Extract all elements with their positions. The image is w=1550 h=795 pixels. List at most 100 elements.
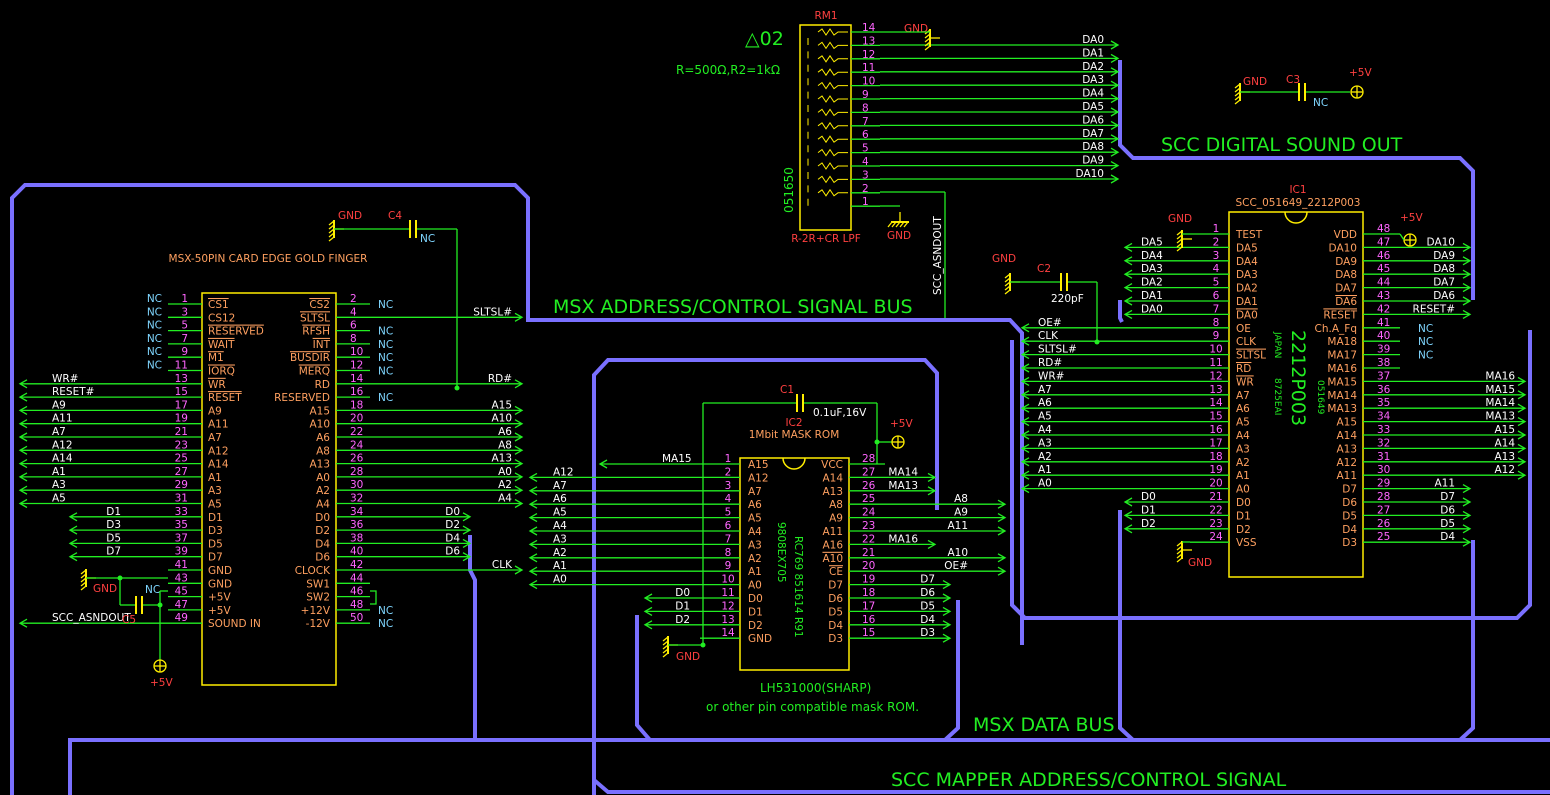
- ic2-right-pin-name-24: A9: [829, 513, 843, 525]
- ic1-left-net-17: A3: [1038, 437, 1052, 449]
- ic1-left-net-12: WR#: [1038, 370, 1064, 382]
- ic2-left-pin-num-4: 4: [725, 493, 732, 505]
- ic1-left-net-8: OE#: [1038, 317, 1062, 329]
- ic1-right-net-42: RESET#: [1413, 303, 1455, 315]
- cn-right-net-arrow-32: [514, 498, 524, 509]
- ic1-right-net-arrow-44: [1462, 283, 1472, 293]
- ic2-right-net-27: MA14: [888, 466, 918, 478]
- ic1-right-pin-num-39: 39: [1377, 344, 1390, 356]
- ic2-left-net-arrow-10: [528, 580, 538, 590]
- cn-left-net-49: SCC_ASNDOUT: [52, 612, 131, 624]
- cn-right-nc-2: NC: [378, 299, 393, 311]
- bus-right: [1010, 330, 1532, 620]
- ic1-right-net-31: A13: [1494, 451, 1515, 463]
- cn-left-net-15: RESET#: [52, 386, 94, 398]
- c2-gnd-hatch: [1004, 289, 1011, 295]
- rm1-net-DA1: DA1: [1082, 47, 1104, 59]
- ic1-left-pin-num-16: 16: [1209, 424, 1223, 436]
- ic1-right-pin-name-37: MA15: [1327, 376, 1357, 388]
- cn-left-net-arrow-23: [18, 445, 28, 455]
- rm1-net-DA5: DA5: [1082, 101, 1104, 113]
- ic2-left-net-arrow-11: [643, 593, 653, 603]
- ic2-right-net-arrow-15: [942, 633, 952, 643]
- ic1-left-net-arrow-2: [1123, 242, 1133, 252]
- cn-left-net-29: A3: [52, 479, 66, 491]
- ic2-left-net-arrow-12: [643, 606, 653, 616]
- cn-left-pin-num-1: 1: [181, 293, 188, 305]
- ic1-left-pin-name-12: WR: [1236, 376, 1254, 388]
- cn-right-nc-6: NC: [378, 326, 393, 338]
- ic1-right-net-arrow-46: [1462, 256, 1472, 266]
- cn-left-nc-9: NC: [147, 346, 162, 358]
- ic1-left-pin-name-19: A1: [1236, 470, 1250, 482]
- ic1-left-pin-num-3: 3: [1213, 250, 1220, 262]
- cn-right-net-arrow-20: [514, 419, 524, 429]
- rm1-value: R-2R+CR LPF: [791, 233, 861, 245]
- c2-gnd-hatch: [1004, 273, 1011, 279]
- ic1-left-net-18: A2: [1038, 451, 1052, 463]
- rm1-pin-num-6: 6: [862, 129, 869, 141]
- cn-right-net-18: A15: [491, 399, 512, 411]
- ic2-gnd-hatch: [662, 636, 669, 642]
- ic1-left-pin-name-2: DA5: [1236, 242, 1258, 254]
- cn-right-net-arrow-26: [514, 459, 524, 469]
- ic2-left-pin-num-10: 10: [721, 574, 734, 586]
- c3-gnd-hatch: [1234, 83, 1241, 89]
- ic1-left-pin-name-24: VSS: [1236, 537, 1257, 549]
- cn-left-pin-num-41: 41: [175, 559, 188, 571]
- ic1-right-net-36: MA15: [1485, 384, 1515, 396]
- ic2-left-net-2: A12: [553, 466, 574, 478]
- cn-right-net-arrow-38: [462, 538, 472, 548]
- ic2-left-pin-num-6: 6: [725, 520, 732, 532]
- cn-left-net-arrow-49: [18, 618, 28, 628]
- ic1-right-pin-name-44: DA7: [1335, 283, 1357, 295]
- cn-right-net-28: A0: [498, 466, 512, 478]
- c2-gnd-label: GND: [992, 253, 1016, 265]
- ic1-right-pin-name-35: MA13: [1327, 403, 1357, 415]
- ic2-left-pin-num-7: 7: [725, 533, 732, 545]
- cn-right-pin-num-6: 6: [350, 320, 357, 332]
- cn-right-pin-name-10: BUSDIR: [290, 352, 330, 364]
- cn-left-pin-num-47: 47: [175, 599, 188, 611]
- cn-left-pin-num-5: 5: [181, 320, 188, 332]
- bus-left-inner: [68, 738, 1550, 795]
- rm1-gnd-label: GND: [904, 23, 928, 35]
- end: D7: [920, 574, 935, 586]
- ic2-right-net-arrow-20: [997, 566, 1007, 576]
- ic1-left-net-3: DA4: [1141, 250, 1163, 262]
- cn-right-pin-num-46: 46: [350, 586, 364, 598]
- ic1-left-pin-num-20: 20: [1209, 478, 1222, 490]
- cn-right-pin-num-32: 32: [350, 493, 363, 505]
- c3-gnd-hatch: [1234, 95, 1241, 101]
- ic2-gnd-hatch: [662, 640, 669, 646]
- cn-right-net-arrow-18: [514, 405, 524, 415]
- ic2-left-pin-num-13: 13: [721, 614, 734, 626]
- rm1-net-DA3: DA3: [1082, 74, 1104, 86]
- cn-right-nc-48: NC: [378, 605, 393, 617]
- ic1-left-pin-num-5: 5: [1213, 277, 1220, 289]
- ic2-left-pin-name-3: A7: [748, 486, 762, 498]
- ic2-left-net-9: A1: [553, 560, 567, 572]
- ic1-right-net-27: D6: [1440, 504, 1455, 516]
- cn-left-net-21: A7: [52, 426, 66, 438]
- c3-gnd-hatch: [1234, 99, 1241, 105]
- cn-right-pin-name-36: D2: [315, 525, 330, 537]
- cn-left-pin-num-3: 3: [181, 306, 188, 318]
- ic1-left-pin-num-19: 19: [1209, 464, 1222, 476]
- ic1-left-pin-name-1: TEST: [1235, 229, 1263, 241]
- cn-right-pin-num-10: 10: [350, 346, 363, 358]
- rm1-resistor-3: [817, 175, 848, 184]
- c4-gnd-hatch: [328, 220, 335, 226]
- ic2-right-pin-num-24: 24: [862, 507, 876, 519]
- c3-vcc-label: +5V: [1349, 67, 1372, 79]
- c4-value: NC: [420, 233, 435, 245]
- ic1-right-net-33: A15: [1494, 424, 1515, 436]
- ic2-left-net-6: A4: [553, 520, 567, 532]
- rm1-resistor-7: [817, 121, 848, 130]
- ic1-right-net-26: D5: [1440, 518, 1455, 530]
- cn-left-pin-name-29: A3: [208, 485, 222, 497]
- rm1-net-arrow-DA2: [1110, 67, 1120, 77]
- ic2-mark2: 9808EX705: [775, 522, 787, 583]
- cn-right-pin-num-8: 8: [350, 333, 357, 345]
- cn-right-net-arrow-22: [514, 432, 524, 442]
